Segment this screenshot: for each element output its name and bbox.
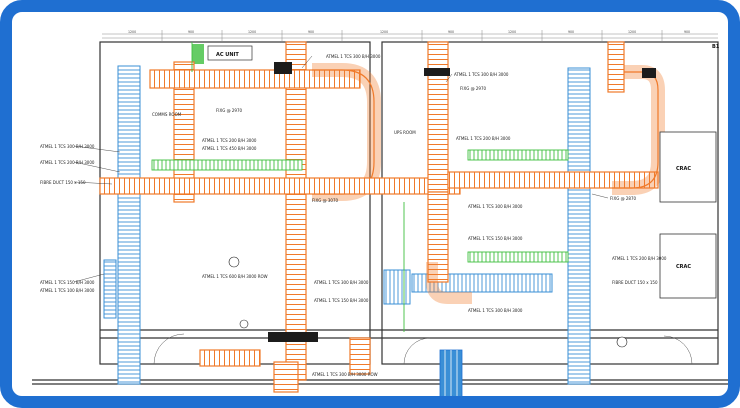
callout-label: ATMEL 1 TCS 300 B/H 3000 [454, 72, 509, 77]
callout-label: ATMEL 1 TCS 300 B/H 3000 [314, 280, 369, 285]
callout-label: ATMEL 1 TCS 300 B/H 3000 [40, 144, 95, 149]
room-label: UPS ROOM [394, 130, 416, 135]
callout-label: FIBRE DUCT 150 x 150 [612, 280, 658, 285]
ac-unit-label: AC UNIT [216, 52, 239, 58]
dim-label: 900 [568, 30, 574, 34]
callout-label: ATMEL 1 TCS 200 B/H 3000 [456, 136, 511, 141]
dim-label: 900 [188, 30, 194, 34]
crac-units: CRAC CRAC [659, 131, 717, 299]
callout-label: ATMEL 1 TCS 300 B/H 3000 [468, 204, 523, 209]
callout-label: ATMEL 1 TCS 150 B/H 3000 [468, 236, 523, 241]
callout-label: ATMEL 1 TCS 150 B/H 3000 [314, 298, 369, 303]
dark-equipment-blocks [268, 62, 656, 342]
dim-label: 1200 [380, 30, 388, 34]
callout-label: FIXG @ 2970 [216, 108, 242, 113]
dim-label: 900 [684, 30, 690, 34]
callout-label: FIXG @ 3070 [312, 198, 338, 203]
callout-label: ATMEL 1 TCS 450 B/H 3000 [202, 146, 257, 151]
dim-label: 1200 [628, 30, 636, 34]
dim-label: 900 [448, 30, 454, 34]
dim-label: 1200 [128, 30, 136, 34]
callout-label: ATMEL 1 TCS 200 B/H 3000 [202, 138, 257, 143]
callout-label: FIBRE DUCT 150 x 150 [40, 180, 86, 185]
green-cable-trays [151, 42, 569, 332]
callouts-right: ATMEL 1 TCS 300 B/H 3000 FIXG @ 2970 ATM… [454, 72, 667, 405]
crac-label: CRAC [676, 264, 691, 270]
leader-lines [73, 55, 609, 396]
callout-label: ATMEL 1 TCS 200 B/H 3000 [612, 256, 667, 261]
crac-label: CRAC [676, 166, 691, 172]
dim-label: 900 [308, 30, 314, 34]
callout-label: ATMEL 1 TCS 150 B/H 3000 [40, 280, 95, 285]
fan-symbols [228, 256, 628, 348]
room-label: COMMS ROOM [152, 112, 182, 117]
dim-label: 1200 [508, 30, 516, 34]
door-swings [153, 333, 693, 365]
callout-label: ATMEL 1 TCS 300 B/H 3000 [326, 54, 381, 59]
dimension-labels: 1200 900 1200 900 1200 900 1200 900 1200… [128, 30, 690, 34]
blue-grid-block [439, 349, 463, 396]
callouts-mid: ATMEL 1 TCS 300 B/H 3000 FIXG @ 2970 ATM… [202, 54, 381, 377]
callout-label: ATMEL 1 TCS 300 B/H 3000 ROW [312, 372, 378, 377]
sheet-mark: B1 [712, 44, 720, 50]
callout-label: ATMEL 1 TCS 100 B/H 3000 [40, 288, 95, 293]
blue-cable-trays [103, 65, 591, 385]
cable-tray-layout-drawing: 1200 900 1200 900 1200 900 1200 900 1200… [32, 30, 728, 405]
dim-label: 1200 [248, 30, 256, 34]
callout-label: ATMEL 1 TCS 200 B/H 3000 [40, 160, 95, 165]
callout-label: ATMEL 1 TCS 300 B/H 3000 [468, 308, 523, 313]
callout-label: ATMEL 1 TCS 300 B/H 3000 ROW [468, 400, 534, 405]
callouts-left: ATMEL 1 TCS 300 B/H 3000 ATMEL 1 TCS 200… [40, 144, 95, 293]
ac-unit: AC UNIT [192, 44, 253, 64]
callout-label: FIXG @ 2870 [610, 196, 636, 201]
dimension-strip [102, 30, 718, 42]
callout-label: FIXG @ 2970 [460, 86, 486, 91]
callout-label: ATMEL 1 TCS 600 B/H 3000 ROW [202, 274, 268, 279]
